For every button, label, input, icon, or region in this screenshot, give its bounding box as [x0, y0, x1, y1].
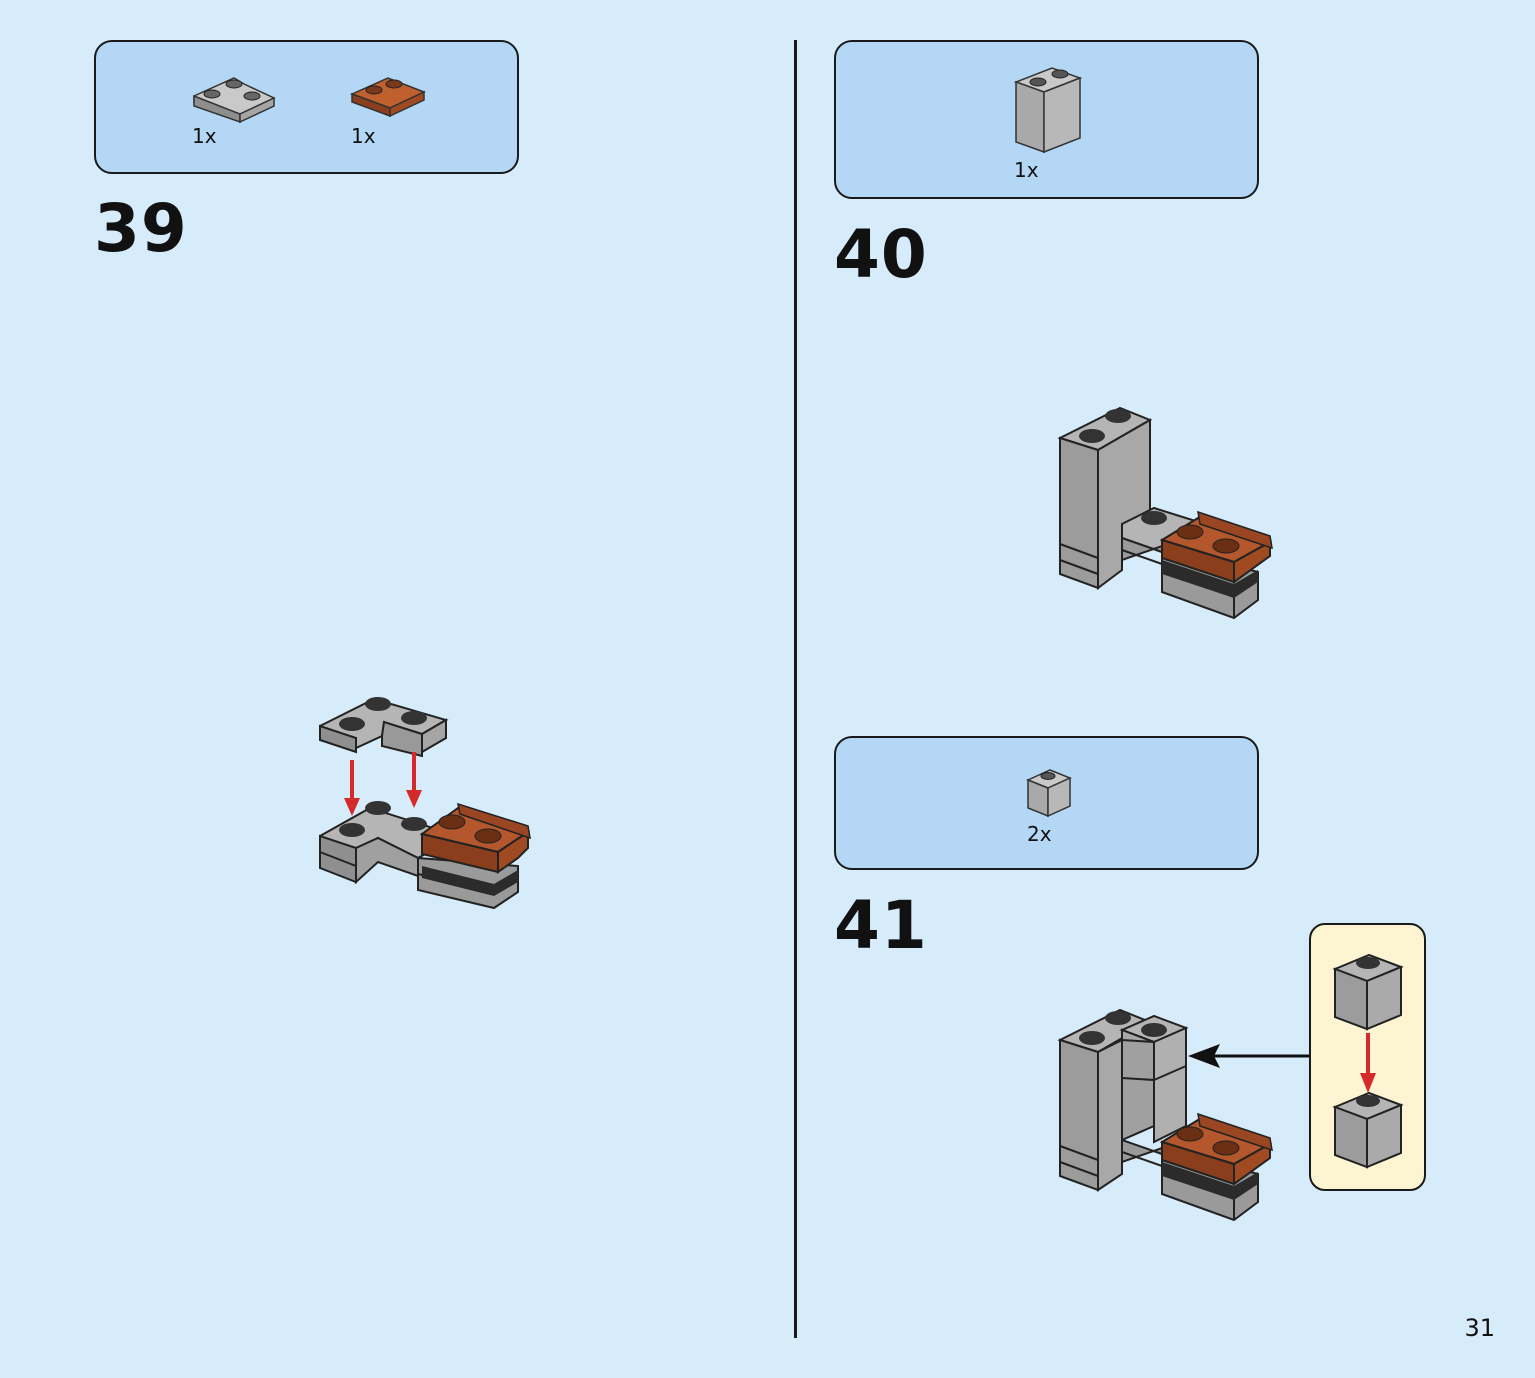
part-quantity: 1x	[351, 124, 376, 148]
step-number: 39	[94, 190, 188, 267]
gray-corner-plate-icon	[193, 77, 276, 124]
brown-rail-plate-icon	[350, 77, 426, 118]
step-41-assembly-illustration	[1057, 1008, 1273, 1222]
red-down-arrow-icon	[1360, 1033, 1376, 1093]
subassembly-box	[1309, 923, 1426, 1191]
step-number: 41	[834, 887, 928, 964]
part-quantity: 2x	[1027, 822, 1052, 846]
step-number: 40	[834, 216, 928, 293]
step-40-assembly-illustration	[1057, 406, 1273, 620]
part-quantity: 1x	[192, 124, 217, 148]
step-39-assembly-illustration	[319, 696, 531, 910]
page-divider	[794, 40, 797, 1338]
gray-small-brick-icon	[1332, 953, 1404, 1031]
gray-tall-brick-icon	[1013, 67, 1083, 154]
step-40-parts-box: 1x	[834, 40, 1259, 199]
part-quantity: 1x	[1014, 158, 1039, 182]
step-41-parts-box: 2x	[834, 736, 1259, 870]
gray-small-brick-icon	[1332, 1091, 1404, 1169]
step-39-parts-box: 1x 1x	[94, 40, 519, 174]
page-number: 31	[1464, 1314, 1495, 1342]
gray-small-brick-icon	[1026, 769, 1072, 818]
placement-arrow-icon	[1188, 1044, 1312, 1068]
